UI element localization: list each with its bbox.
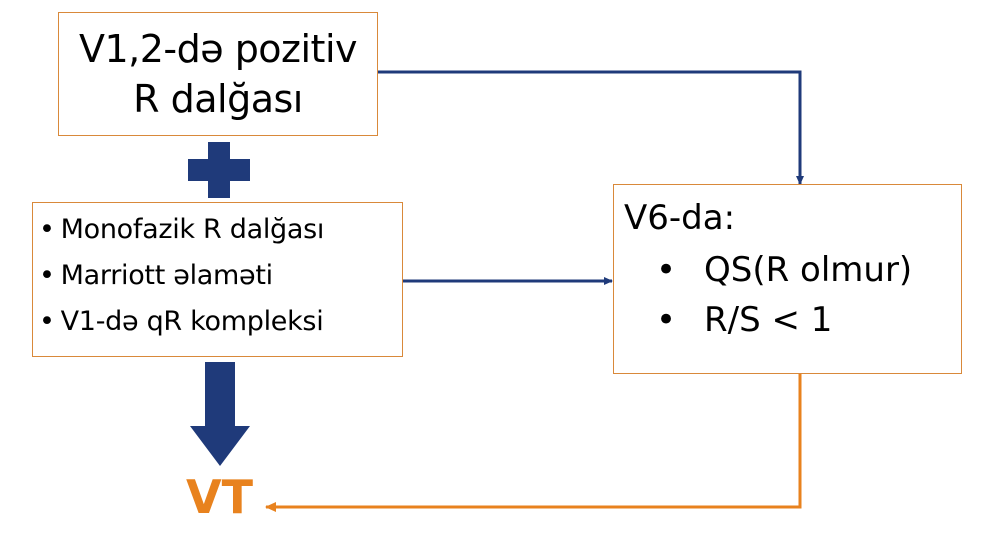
v6-box: V6-da: • QS(R olmur) • R/S < 1	[613, 184, 962, 374]
criteria-item: Monofazik R dalğası	[39, 207, 402, 253]
v6-item: • R/S < 1	[624, 295, 961, 345]
v6-heading: V6-da:	[624, 198, 736, 238]
criteria-item: V1-də qR kompleksi	[39, 299, 402, 345]
down-arrow-icon	[190, 362, 250, 466]
v6-item-text: QS(R olmur)	[704, 250, 913, 290]
arrow-top-to-right	[378, 70, 804, 185]
plus-icon	[188, 142, 250, 198]
criteria-box: Monofazik R dalğası Marriott əlaməti V1-…	[32, 202, 403, 357]
criteria-item: Marriott əlaməti	[39, 253, 402, 299]
v6-item-text: R/S < 1	[704, 300, 833, 340]
bullet-icon: •	[656, 250, 677, 290]
top-box-line2: R dalğası	[133, 77, 303, 121]
vt-result-label: VT	[186, 470, 253, 524]
positive-r-wave-box: V1,2-də pozitiv R dalğası	[58, 12, 378, 136]
top-box-line1: V1,2-də pozitiv	[78, 27, 358, 71]
bullet-icon: •	[656, 300, 677, 340]
arrow-right-to-vt	[265, 374, 802, 512]
v6-item: • QS(R olmur)	[624, 245, 961, 295]
